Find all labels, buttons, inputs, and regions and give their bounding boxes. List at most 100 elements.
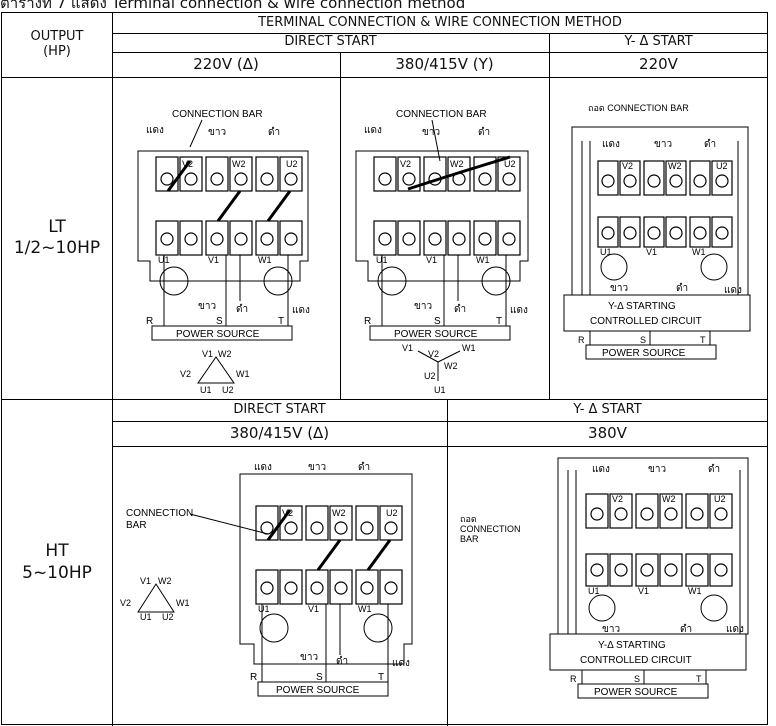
svg-text:T: T <box>700 335 706 345</box>
svg-text:ดำ: ดำ <box>454 304 466 315</box>
direct-start-header: DIRECT START <box>284 34 377 50</box>
svg-text:S: S <box>216 316 223 327</box>
svg-text:T: T <box>696 674 702 684</box>
svg-text:R: R <box>364 316 371 327</box>
svg-text:W2: W2 <box>232 159 246 169</box>
diagram-ht-380v-yd: ถอด CONNECTION BAR แดง ขาว ดำ V2 W2 U2 <box>452 450 764 722</box>
svg-text:S: S <box>634 674 640 684</box>
svg-text:ขาว: ขาว <box>208 127 226 138</box>
svg-text:S: S <box>316 672 323 683</box>
svg-text:V2: V2 <box>182 159 193 169</box>
svg-text:U2: U2 <box>222 385 234 395</box>
ht-yd-start-header: Y- Δ START <box>573 401 642 417</box>
svg-text:U2: U2 <box>286 159 298 169</box>
svg-text:ดำ: ดำ <box>358 462 370 473</box>
output-header: OUTPUT (HP) <box>30 29 84 59</box>
table-caption: ตารางที่ 7 แสดง Terminal connection & wi… <box>0 0 466 12</box>
connection-table: OUTPUT (HP) TERMINAL CONNECTION & WIRE C… <box>1 12 768 726</box>
svg-text:V2: V2 <box>622 161 633 171</box>
svg-text:แดง: แดง <box>602 139 620 150</box>
svg-text:V2: V2 <box>180 369 191 379</box>
svg-text:W2: W2 <box>332 508 346 518</box>
svg-text:R: R <box>578 335 585 345</box>
svg-text:U2: U2 <box>424 371 436 381</box>
ht-row-label: HT 5~10HP <box>22 541 92 583</box>
svg-text:V1: V1 <box>308 604 319 614</box>
voltage-380-star: 380/415V (Y) <box>395 54 494 73</box>
ht-direct-start-header: DIRECT START <box>233 401 326 417</box>
svg-text:POWER SOURCE: POWER SOURCE <box>594 687 678 698</box>
svg-text:W2: W2 <box>444 361 458 371</box>
svg-text:U1: U1 <box>258 604 270 614</box>
svg-text:ขาว: ขาว <box>414 301 432 312</box>
svg-text:T: T <box>496 316 502 327</box>
svg-text:แดง: แดง <box>146 125 164 136</box>
svg-text:ขาว: ขาว <box>602 624 620 635</box>
svg-text:ถอด: ถอด <box>460 514 477 524</box>
svg-text:แดง: แดง <box>724 285 742 296</box>
svg-text:V1: V1 <box>426 255 437 265</box>
svg-text:ดำ: ดำ <box>680 624 692 635</box>
svg-text:V1: V1 <box>202 349 213 359</box>
ht-voltage-380-delta: 380/415V (Δ) <box>229 423 330 442</box>
svg-text:CONNECTION: CONNECTION <box>126 508 193 519</box>
svg-text:ดำ: ดำ <box>336 656 348 667</box>
svg-text:ดำ: ดำ <box>478 127 490 138</box>
svg-text:Y-Δ STARTING: Y-Δ STARTING <box>598 640 666 651</box>
ht-voltage-380: 380V <box>588 423 627 442</box>
svg-text:แดง: แดง <box>292 305 310 316</box>
svg-text:V1: V1 <box>402 343 413 353</box>
svg-text:S: S <box>640 335 646 345</box>
svg-text:W1: W1 <box>358 604 372 614</box>
svg-text:W1: W1 <box>476 255 490 265</box>
yd-start-header: Y- Δ START <box>624 34 693 50</box>
svg-text:V2: V2 <box>120 598 131 608</box>
svg-text:W2: W2 <box>158 576 172 586</box>
svg-text:V2: V2 <box>400 159 411 169</box>
svg-text:W1: W1 <box>688 586 702 596</box>
method-header: TERMINAL CONNECTION & WIRE CONNECTION ME… <box>258 14 622 30</box>
svg-text:ดำ: ดำ <box>268 127 280 138</box>
svg-text:W1: W1 <box>236 369 250 379</box>
svg-text:W1: W1 <box>176 598 190 608</box>
svg-text:ขาว: ขาว <box>648 464 666 475</box>
svg-text:U2: U2 <box>386 508 398 518</box>
svg-text:V1: V1 <box>646 247 657 257</box>
svg-text:แดง: แดง <box>726 624 744 635</box>
svg-text:แดง: แดง <box>510 305 528 316</box>
connection-bar-label: CONNECTION BAR <box>172 109 263 120</box>
svg-text:T: T <box>278 316 284 327</box>
svg-text:V1: V1 <box>140 576 151 586</box>
svg-text:CONNECTION BAR: CONNECTION BAR <box>396 109 487 120</box>
svg-text:BAR: BAR <box>460 534 479 544</box>
svg-text:W2: W2 <box>450 159 464 169</box>
svg-text:แดง: แดง <box>592 464 610 475</box>
voltage-220: 220V <box>639 54 678 73</box>
svg-text:R: R <box>570 674 577 684</box>
svg-text:CONTROLLED CIRCUIT: CONTROLLED CIRCUIT <box>590 316 702 327</box>
svg-text:POWER SOURCE: POWER SOURCE <box>276 685 360 696</box>
svg-text:BAR: BAR <box>126 520 147 531</box>
svg-text:ขาว: ขาว <box>308 462 326 473</box>
svg-text:R: R <box>146 316 153 327</box>
svg-text:ดำ: ดำ <box>676 283 688 294</box>
svg-text:W2: W2 <box>668 161 682 171</box>
svg-text:U1: U1 <box>600 247 612 257</box>
svg-text:แดง: แดง <box>254 462 272 473</box>
diagram-lt-220v-delta: CONNECTION BAR แดง ขาว ดำ <box>118 81 334 396</box>
diagram-ht-380v-delta: CONNECTION BAR แดง ขาว ดำ <box>118 450 444 722</box>
svg-text:U2: U2 <box>714 494 726 504</box>
svg-text:ดำ: ดำ <box>708 464 720 475</box>
svg-text:S: S <box>434 316 441 327</box>
svg-text:แดง: แดง <box>392 658 410 669</box>
svg-text:Y-Δ STARTING: Y-Δ STARTING <box>608 301 676 312</box>
svg-text:ดำ: ดำ <box>236 304 248 315</box>
diagram-lt-380v-star: CONNECTION BAR แดง ขาว ดำ <box>344 81 546 396</box>
voltage-220-delta: 220V (Δ) <box>193 54 259 73</box>
svg-text:U1: U1 <box>140 612 152 622</box>
svg-text:U1: U1 <box>588 586 600 596</box>
svg-text:ดำ: ดำ <box>704 139 716 150</box>
svg-text:W2: W2 <box>218 349 232 359</box>
svg-text:U1: U1 <box>200 385 212 395</box>
svg-text:V2: V2 <box>282 508 293 518</box>
